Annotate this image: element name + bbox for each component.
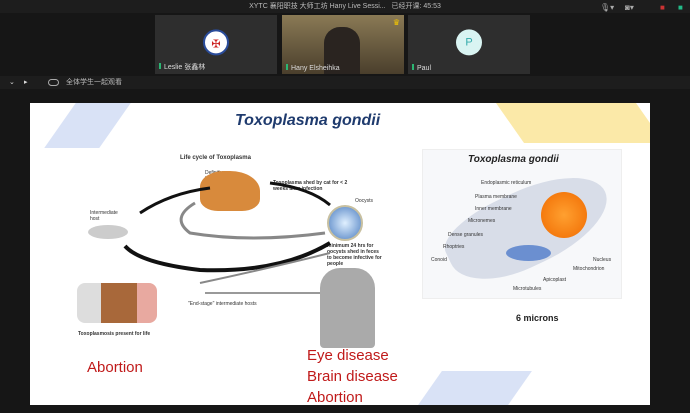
label: Apicoplast: [543, 277, 567, 283]
participant-name: Paul: [412, 64, 431, 72]
label: "End-stage" intermediate hosts: [188, 301, 257, 307]
participant-tile-leslie[interactable]: ✠ Leslie 张鑫林: [155, 15, 277, 74]
mouse-image: [88, 225, 128, 239]
human-silhouette: [320, 268, 375, 348]
abortion-label: Abortion: [87, 359, 143, 376]
watch-together-label: 全体学生一起观看: [66, 79, 122, 86]
chevron-down-icon[interactable]: ⌄: [9, 79, 15, 86]
label: Intermediate host: [90, 210, 118, 222]
control-bar: ⌄ ▸ 全体学生一起观看: [0, 76, 690, 89]
label: Rhoptries: [443, 244, 465, 250]
avatar: P: [456, 28, 482, 55]
nucleus-image: [541, 192, 587, 238]
label: Mitochondrion: [573, 266, 605, 272]
label: minimum 24 hrs for oocysts shed in feces…: [327, 243, 382, 267]
microphone-icon[interactable]: 🎙▾: [600, 3, 615, 12]
label: Nucleus: [593, 257, 612, 263]
label: Endoplasmic reticulum: [481, 180, 532, 186]
effect-label: Brain disease: [307, 368, 398, 385]
participant-name: Leslie 张鑫林: [159, 62, 205, 72]
share-icon[interactable]: ■: [678, 3, 683, 12]
elapsed-time: 已经开课: 45:53: [391, 3, 441, 10]
cell-title: Toxoplasma gondii: [468, 154, 559, 165]
slide-title: Toxoplasma gondii: [235, 112, 381, 129]
chevron-right-icon[interactable]: ▸: [24, 79, 28, 86]
school-logo-avatar: ✠: [203, 28, 229, 55]
label: Conoid: [431, 257, 447, 263]
participant-tile-paul[interactable]: P Paul: [408, 15, 530, 74]
cat-image: [200, 171, 260, 211]
host-crown-icon: ♛: [392, 18, 400, 27]
oocyst-image: [327, 205, 363, 241]
scale-label: 6 microns: [516, 313, 559, 323]
camera-icon[interactable]: ◙▾: [625, 3, 634, 12]
watch-together-toggle[interactable]: [48, 79, 59, 86]
effect-label: Eye disease: [307, 347, 389, 364]
label: Oocysts: [355, 198, 374, 204]
label: Inner membrane: [475, 206, 512, 212]
livestock-image: [77, 283, 157, 323]
participant-name: Hany Elsheihka: [286, 64, 340, 72]
label: Dense granules: [448, 232, 484, 238]
lifecycle-arrows: [123, 181, 332, 294]
title-bar: XYTC 襄阳职技 大师工坊 Hany Live Sessi... 已经开课: …: [0, 0, 690, 13]
label: Toxoplasmosis present for life: [78, 331, 151, 337]
window-title: XYTC 襄阳职技 大师工坊 Hany Live Sessi...: [249, 3, 386, 10]
mitochondrion-image: [506, 245, 551, 261]
cell-body: [435, 157, 621, 298]
lifecycle-title: Life cycle of Toxoplasma: [180, 155, 251, 161]
shared-slide: Toxoplasma gondii Life cycle of Toxoplas…: [30, 103, 650, 405]
cell-diagram: Toxoplasma gondii Endoplasmic reticulum …: [422, 149, 622, 299]
leave-icon[interactable]: ■: [660, 3, 665, 12]
label: Plasma membrane: [475, 194, 517, 200]
label: Micronemes: [468, 218, 496, 224]
label: Microtubules: [513, 286, 542, 292]
effect-label: Abortion: [307, 389, 363, 405]
participant-tile-hany[interactable]: ♛ Hany Elsheihka: [282, 15, 404, 74]
